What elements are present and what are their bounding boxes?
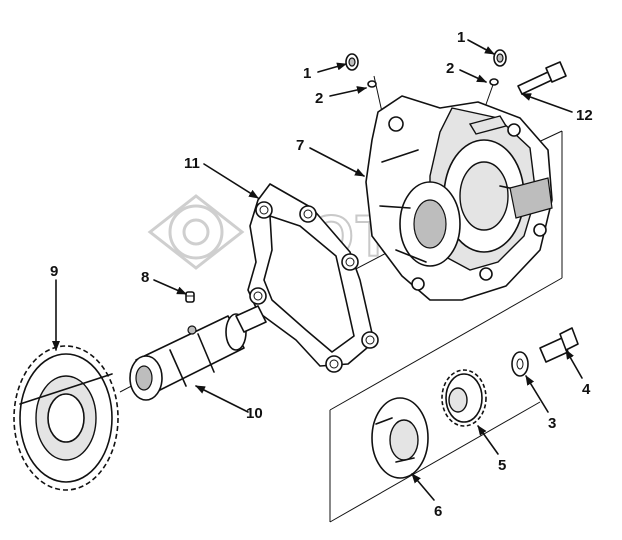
washer xyxy=(511,351,529,377)
callout-8: 8 xyxy=(141,269,149,286)
callout-5: 5 xyxy=(498,457,506,474)
callout-2b: 2 xyxy=(446,60,454,77)
callout-11: 11 xyxy=(184,155,200,172)
callout-3: 3 xyxy=(548,415,556,432)
leader-lines xyxy=(52,39,583,501)
small-gear xyxy=(441,369,487,427)
o-ring-2-right xyxy=(489,78,499,86)
thrust-plate xyxy=(371,397,429,479)
callout-6: 6 xyxy=(434,503,442,520)
plug-8 xyxy=(185,291,195,303)
capscrew-12 xyxy=(517,61,567,95)
shaft xyxy=(129,305,267,401)
callout-1a: 1 xyxy=(303,65,311,82)
callout-12: 12 xyxy=(576,107,593,124)
gasket xyxy=(247,183,379,373)
o-ring-2-left xyxy=(367,80,377,88)
gear xyxy=(13,345,119,491)
callout-10: 10 xyxy=(246,405,263,422)
housing xyxy=(365,95,553,301)
callout-2a: 2 xyxy=(315,90,323,107)
callout-4: 4 xyxy=(582,381,591,398)
callout-7: 7 xyxy=(296,137,304,154)
callout-9: 9 xyxy=(50,263,58,280)
plug-1-right xyxy=(493,49,507,67)
callout-1b: 1 xyxy=(457,29,465,46)
capscrew-4 xyxy=(539,327,579,363)
plug-1-left xyxy=(345,53,359,71)
callout-labels: 1 1 2 2 3 4 5 6 7 8 9 10 11 12 xyxy=(50,29,593,520)
